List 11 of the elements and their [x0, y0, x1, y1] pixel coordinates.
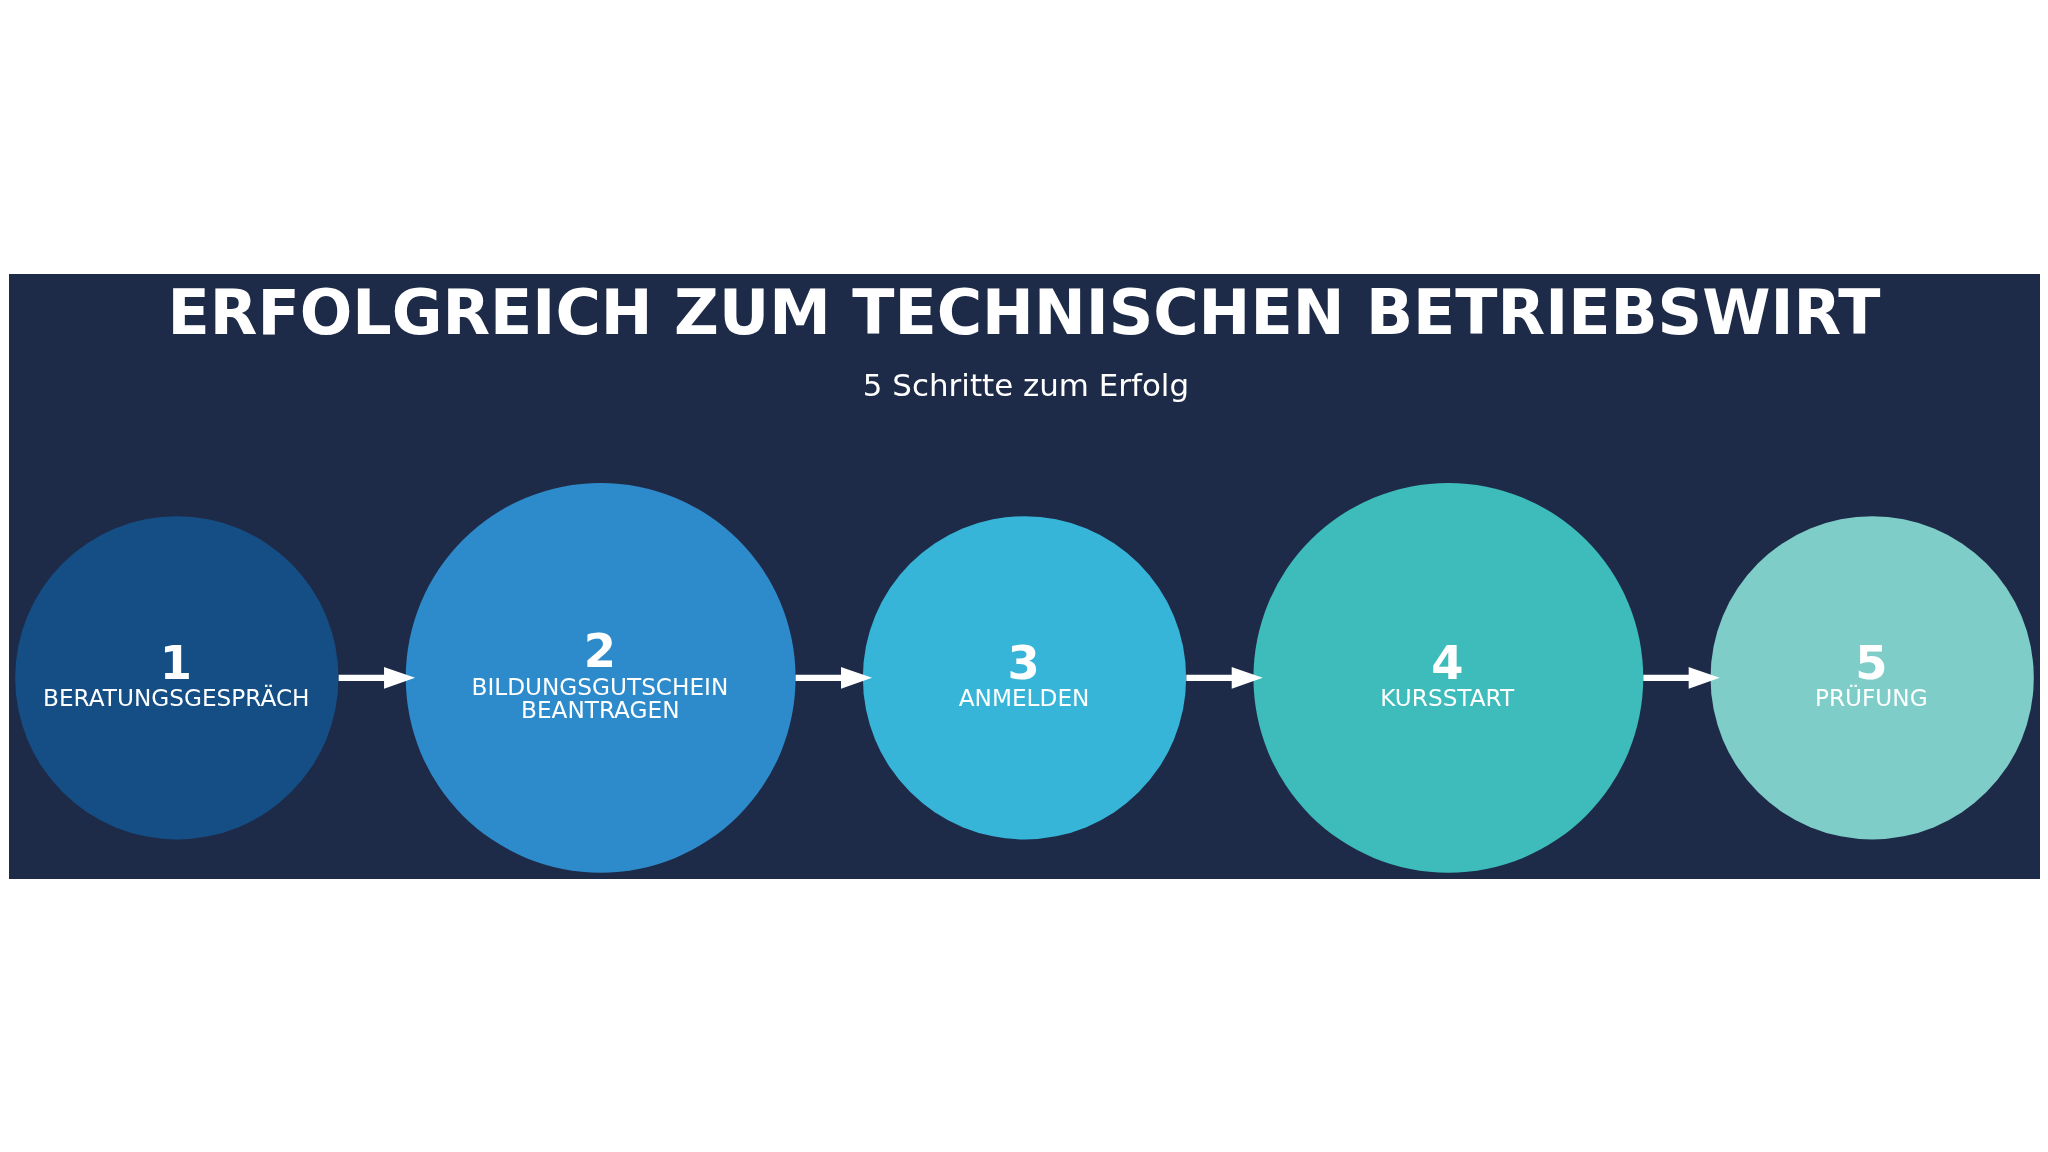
arrow	[1642, 666, 1720, 689]
node-circle: 5 PRÜFUNG	[1710, 515, 2034, 839]
diagram-title: ERFOLGREICH ZUM TECHNISCHEN BETRIEBSWIRT	[167, 276, 1880, 349]
node-circle: 1 BERATUNGSGESPRÄCH	[14, 515, 338, 839]
node-circle: 3 ANMELDEN	[862, 515, 1186, 839]
arrow	[1185, 666, 1263, 689]
node-circle: 2 BILDUNGSGUTSCHEIN BEANTRAGEN	[405, 482, 796, 873]
label: 5 Schritte zum Erfolg	[862, 366, 1189, 403]
node-circle: 4 KURSSTART	[1252, 482, 1643, 873]
arrow	[795, 666, 872, 689]
arrow	[338, 666, 415, 689]
